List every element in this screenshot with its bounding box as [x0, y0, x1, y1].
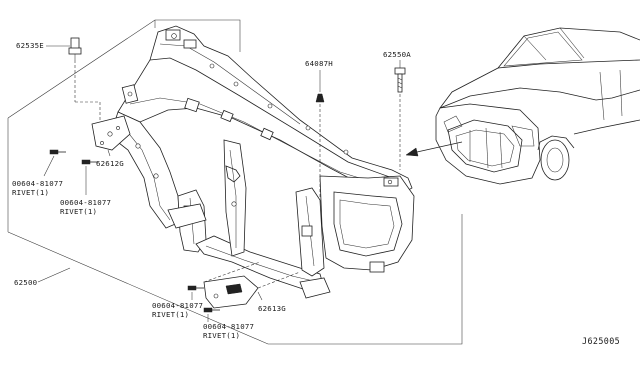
label-rivet-4-code: 00604-81077 — [203, 322, 254, 331]
label-62550a: 62550A — [383, 50, 411, 59]
rivet-2 — [81, 159, 98, 165]
clip-62535e — [68, 37, 82, 60]
label-62612g: 62612G — [96, 159, 124, 168]
diagram-reference-number: J625005 — [582, 336, 620, 346]
rivet-1 — [49, 149, 66, 155]
label-62500: 62500 — [14, 278, 37, 287]
label-62535e: 62535E — [16, 41, 44, 50]
vehicle-illustration — [435, 27, 640, 185]
rivet-4 — [203, 307, 220, 313]
label-rivet-1-code: 00604-81077 — [12, 179, 63, 188]
label-62613g: 62613G — [258, 304, 286, 313]
radiator-core-support — [109, 25, 415, 299]
label-64087h: 64087H — [305, 59, 333, 68]
arrow-to-diagram-icon — [405, 141, 463, 157]
boundary-box — [7, 19, 463, 345]
bracket-62612g — [91, 115, 131, 151]
bracket-62613g — [203, 275, 259, 309]
label-rivet-3-desc: RIVET(1) — [152, 310, 189, 319]
label-rivet-2-desc: RIVET(1) — [60, 207, 97, 216]
label-rivet-1-desc: RIVET(1) — [12, 188, 49, 197]
seal-64087h — [315, 93, 325, 103]
label-rivet-4-desc: RIVET(1) — [203, 331, 240, 340]
bolt-62550a — [394, 67, 406, 93]
label-rivet-3-code: 00604-81077 — [152, 301, 203, 310]
rivet-3 — [187, 285, 204, 291]
label-rivet-2-code: 00604-81077 — [60, 198, 111, 207]
